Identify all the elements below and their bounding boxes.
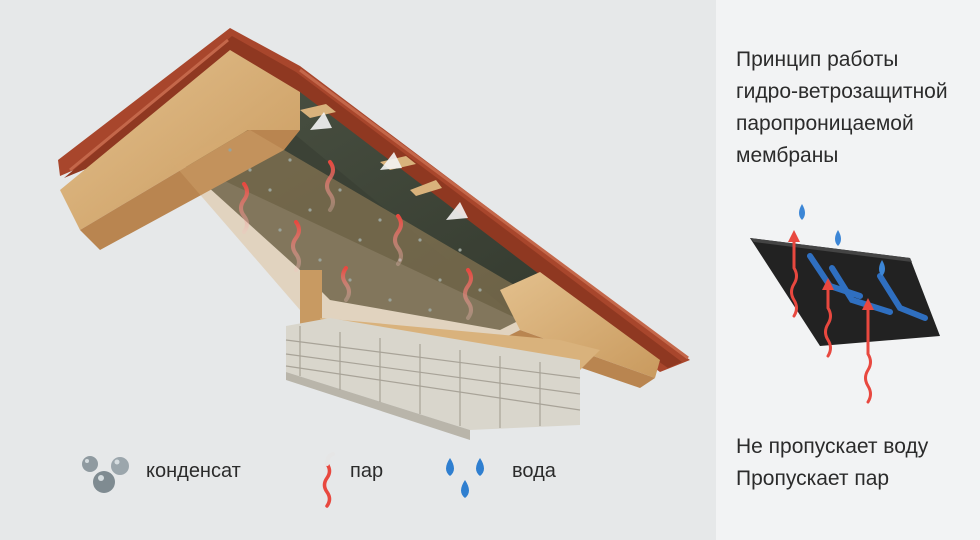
legend-label: конденсат: [146, 460, 241, 482]
roof-section-illustration: [58, 28, 690, 440]
diagram-title: Принцип работы гидро-ветрозащитной пароп…: [736, 44, 976, 172]
condensate-dots: [228, 148, 482, 312]
legend-item-water: вода: [440, 450, 600, 500]
vapor-wave-icon: [322, 452, 335, 508]
brick-wall: [285, 318, 581, 440]
water-drops-icon: [446, 458, 484, 498]
title-line: гидро-ветрозащитной: [736, 80, 948, 103]
property-waterproof: Не пропускает воду: [736, 435, 929, 458]
title-line: Принцип работы: [736, 48, 899, 71]
falling-water-drops: [799, 204, 885, 276]
title-line: паропроницаемой: [736, 112, 914, 135]
legend-label: вода: [512, 460, 556, 482]
membrane-principle-illustration: [750, 204, 940, 404]
property-vapor-permeable: Пропускает пар: [736, 467, 890, 490]
condensate-drops-icon: [82, 456, 129, 493]
airflow-arrows: [310, 112, 468, 220]
vapor-arrows: [239, 160, 473, 320]
title-line: мембраны: [736, 144, 839, 167]
legend-item-vapor: пар: [312, 450, 432, 508]
legend-item-condensate: конденсат: [76, 450, 276, 500]
vapor-through-membrane: [790, 236, 872, 404]
legend-label: пар: [350, 460, 384, 482]
wooden-rafters: [60, 50, 660, 388]
membrane-properties: Не пропускает воду Пропускает пар: [736, 431, 928, 495]
legend: конденсат пар вода: [0, 450, 716, 510]
